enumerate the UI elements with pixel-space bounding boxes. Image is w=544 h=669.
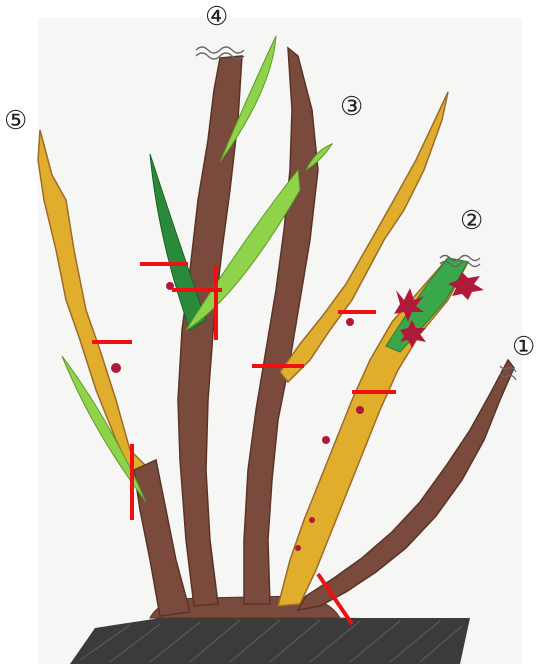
stem-label-4: ④ [205, 4, 228, 30]
bud [295, 545, 301, 551]
bud [356, 406, 364, 414]
bud [322, 436, 330, 444]
bud [111, 363, 121, 373]
stem-label-2: ② [460, 208, 483, 234]
stem-label-5: ⑤ [4, 108, 27, 134]
soil-mound [70, 616, 470, 664]
stem-label-1: ① [512, 334, 535, 360]
bud [346, 318, 354, 326]
bud [309, 517, 315, 523]
stem-label-3: ③ [340, 94, 363, 120]
